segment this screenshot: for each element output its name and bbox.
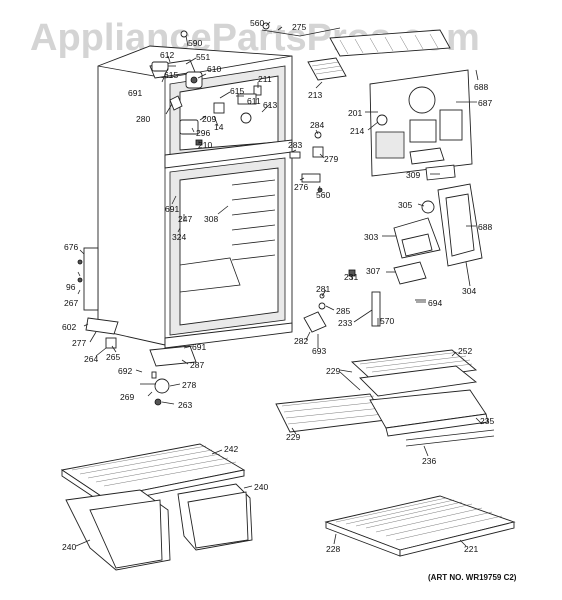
callout-694: 694 <box>428 298 442 308</box>
callout-231: 231 <box>344 272 358 282</box>
callout-615: 615 <box>230 86 244 96</box>
damper-parts <box>289 131 324 193</box>
crisper-drawers-240 <box>65 483 253 571</box>
callout-210: 210 <box>198 140 212 150</box>
callout-307: 307 <box>366 266 380 276</box>
callout-305: 305 <box>398 200 412 210</box>
art-number: (ART NO. WR19759 C2) <box>428 573 517 582</box>
callout-693: 693 <box>312 346 326 356</box>
callout-688: 688 <box>478 222 492 232</box>
callout-236: 236 <box>422 456 436 466</box>
callout-590: 590 <box>188 38 202 48</box>
callout-613: 613 <box>263 100 277 110</box>
callout-691: 691 <box>128 88 142 98</box>
callout-309: 309 <box>406 170 420 180</box>
callout-688: 688 <box>474 82 488 92</box>
callout-560: 560 <box>250 18 264 28</box>
callout-228: 228 <box>326 544 340 554</box>
callout-303: 303 <box>364 232 378 242</box>
callout-611: 611 <box>247 96 261 106</box>
callout-247: 247 <box>178 214 192 224</box>
callout-14: 14 <box>214 122 224 132</box>
leader-lines <box>75 21 483 547</box>
shelf-assembly <box>275 349 495 447</box>
callout-612: 612 <box>160 50 174 60</box>
hinge-parts <box>77 247 197 406</box>
callout-284: 284 <box>310 120 324 130</box>
callout-211: 211 <box>258 74 272 84</box>
callout-229: 229 <box>326 366 340 376</box>
callout-233: 233 <box>338 318 352 328</box>
callout-229: 229 <box>286 432 300 442</box>
callout-276: 276 <box>294 182 308 192</box>
callout-304: 304 <box>462 286 476 296</box>
callout-279: 279 <box>324 154 338 164</box>
callout-280: 280 <box>136 114 150 124</box>
evaporator-cover-201 <box>369 69 473 181</box>
glass-shelf-221 <box>324 495 516 557</box>
callout-560: 560 <box>316 190 330 200</box>
bracket-parts <box>303 269 381 333</box>
callout-692: 692 <box>118 366 132 376</box>
callout-691: 691 <box>165 204 179 214</box>
callout-278: 278 <box>182 380 196 390</box>
callout-282: 282 <box>294 336 308 346</box>
callout-201: 201 <box>348 108 362 118</box>
freezer-shelf-213 <box>307 29 451 81</box>
callout-275: 275 <box>292 22 306 32</box>
callout-277: 277 <box>72 338 86 348</box>
callout-269: 269 <box>120 392 134 402</box>
callout-265: 265 <box>106 352 120 362</box>
callout-287: 287 <box>190 360 204 370</box>
callout-209: 209 <box>202 114 216 124</box>
callout-324: 324 <box>172 232 186 242</box>
callout-676: 676 <box>64 242 78 252</box>
callout-240: 240 <box>62 542 76 552</box>
callout-296: 296 <box>196 128 210 138</box>
callout-235: 235 <box>480 416 494 426</box>
callout-551: 551 <box>196 52 210 62</box>
callout-264: 264 <box>84 354 98 364</box>
callout-285: 285 <box>336 306 350 316</box>
callout-96: 96 <box>66 282 76 292</box>
callout-267: 267 <box>64 298 78 308</box>
callout-570: 570 <box>380 316 394 326</box>
callout-687: 687 <box>478 98 492 108</box>
callout-240: 240 <box>254 482 268 492</box>
callout-308: 308 <box>204 214 218 224</box>
callout-691: 691 <box>192 342 206 352</box>
callout-281: 281 <box>316 284 330 294</box>
callout-252: 252 <box>458 346 472 356</box>
callout-283: 283 <box>288 140 302 150</box>
callout-214: 214 <box>350 126 364 136</box>
callout-242: 242 <box>224 444 238 454</box>
callout-213: 213 <box>308 90 322 100</box>
callout-610: 610 <box>207 64 221 74</box>
crisper-cover-242 <box>60 443 246 505</box>
callout-labels: 560 275 612 590 551 615 610 691 211 615 … <box>62 18 494 554</box>
callout-602: 602 <box>62 322 76 332</box>
callout-263: 263 <box>178 400 192 410</box>
callout-221: 221 <box>464 544 478 554</box>
air-duct-assembly <box>393 183 483 301</box>
callout-615: 615 <box>164 70 178 80</box>
